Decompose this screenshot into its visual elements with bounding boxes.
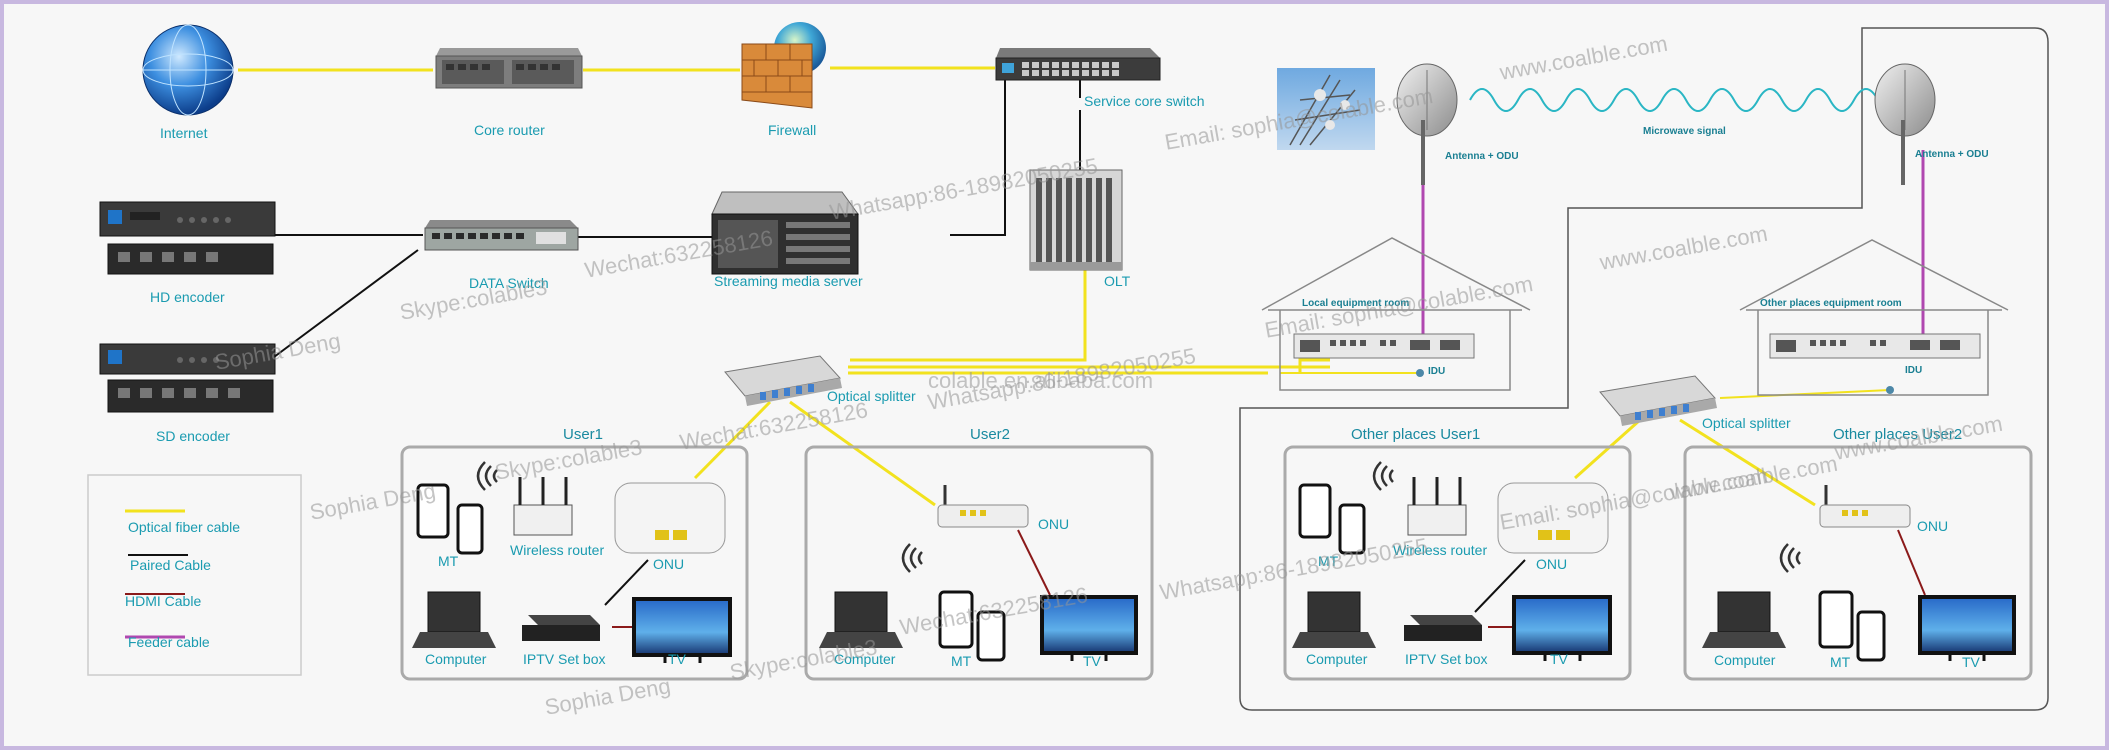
fiber-olt-line — [848, 270, 1330, 375]
optical-splitter-right-icon — [1599, 375, 1717, 426]
label-streaming-media-server: Streaming media server — [714, 273, 863, 289]
microwave-wave — [1469, 88, 1903, 112]
other-user1-router-label: Wireless router — [1393, 542, 1488, 558]
router-icon — [435, 48, 583, 89]
other-user2-onu-label: ONU — [1917, 518, 1949, 534]
label-service-core-switch: Service core switch — [1084, 93, 1205, 109]
legend-feeder-label: Feeder cable — [128, 634, 210, 650]
other-user2-box — [1683, 445, 2033, 681]
data-switch-icon — [424, 220, 579, 251]
other-user2-title: Other places User2 — [1833, 426, 1962, 443]
antenna-left-icon — [1396, 63, 1458, 185]
label-data-switch: DATA Switch — [469, 275, 549, 291]
other-user1-mt-label: MT — [1318, 553, 1339, 569]
other-user2-tv-label: TV — [1962, 654, 1980, 670]
firewall-icon — [741, 22, 826, 109]
fiber-top-line — [238, 66, 995, 72]
other-user1-tv-label: TV — [1550, 651, 1568, 667]
paired-cables — [128, 68, 1526, 613]
user1-title: User1 — [563, 426, 604, 443]
watermark: colable.en.alibaba.com — [928, 368, 1154, 393]
globe-icon — [142, 24, 234, 116]
user2-devices — [819, 485, 1138, 662]
other-user1-box — [1283, 445, 1632, 681]
user2-title: User2 — [970, 426, 1011, 443]
user1-tv-label: TV — [668, 651, 686, 667]
other-user1-computer-label: Computer — [1306, 651, 1368, 667]
user1-stb-label: IPTV Set box — [523, 651, 606, 667]
other-user1-title-name: User1 — [1440, 426, 1481, 443]
label-hd-encoder: HD encoder — [150, 289, 225, 305]
idu-left-icon — [1293, 333, 1475, 359]
fiber-user-lines — [693, 400, 1816, 507]
optical-splitter-left-icon — [724, 355, 842, 406]
other-user1-title: Other places User1 — [1351, 426, 1480, 443]
remote-area-outline — [1239, 27, 2049, 711]
user1-box — [400, 445, 749, 681]
label-sd-encoder: SD encoder — [156, 428, 230, 444]
olt-icon — [1029, 169, 1123, 271]
label-microwave-signal: Microwave signal — [1643, 126, 1726, 137]
local-equipment-room — [1261, 237, 1531, 391]
user1-computer-label: Computer — [425, 651, 487, 667]
legend-paired-label: Paired Cable — [130, 557, 211, 573]
other-user1-onu-label: ONU — [1536, 556, 1568, 572]
fiber-idu-right — [1719, 389, 1891, 399]
antenna-right-icon — [1874, 63, 1936, 185]
user2-onu-label: ONU — [1038, 516, 1070, 532]
legend-box — [87, 474, 302, 676]
tower-photo — [1277, 68, 1375, 150]
idu-left-port — [1416, 369, 1424, 377]
legend-fiber-label: Optical fiber cable — [128, 519, 241, 535]
label-core-router: Core router — [474, 122, 545, 138]
label-local-equipment-room: Local equipment room — [1302, 298, 1410, 309]
label-firewall: Firewall — [768, 122, 817, 138]
user2-mt-label: MT — [951, 653, 972, 669]
user1-devices — [412, 461, 732, 663]
label-optical-splitter-left: Optical splitter — [827, 388, 916, 404]
label-optical-splitter-right: Optical splitter — [1702, 415, 1791, 431]
user2-tv-label: TV — [1083, 653, 1101, 669]
server-icon — [711, 191, 859, 275]
hdmi-cables — [125, 529, 1926, 628]
label-internet: Internet — [160, 125, 208, 141]
other-user1-devices — [1292, 461, 1612, 661]
other-user2-devices — [1702, 485, 2016, 662]
other-user2-mt-label: MT — [1830, 654, 1851, 670]
legend-hdmi-label: HDMI Cable — [125, 593, 202, 609]
switch-icon — [995, 48, 1161, 81]
user2-box — [804, 445, 1154, 681]
hd-encoder-icon — [99, 201, 276, 275]
other-user1-title-prefix: Other places — [1351, 426, 1437, 443]
user1-mt-label: MT — [438, 553, 459, 569]
label-antenna-right: Antenna + ODU — [1915, 149, 1989, 160]
user2-computer-label: Computer — [834, 651, 896, 667]
other-user2-title-name: User2 — [1922, 426, 1963, 443]
label-idu-right: IDU — [1905, 365, 1923, 376]
user1-onu-label: ONU — [653, 556, 685, 572]
label-idu-left: IDU — [1428, 366, 1446, 377]
user1-router-label: Wireless router — [510, 542, 605, 558]
sd-encoder-icon — [99, 343, 276, 413]
idu-right-icon — [1769, 333, 1981, 359]
other-user2-title-prefix: Other places — [1833, 426, 1919, 443]
label-other-equipment-room: Other places equipment room — [1760, 298, 1902, 309]
label-antenna-left: Antenna + ODU — [1445, 151, 1519, 162]
idu-right-port — [1886, 386, 1894, 394]
other-equipment-room — [1739, 239, 2009, 396]
other-user2-computer-label: Computer — [1714, 652, 1776, 668]
label-olt: OLT — [1104, 273, 1131, 289]
other-user1-stb-label: IPTV Set box — [1405, 651, 1488, 667]
